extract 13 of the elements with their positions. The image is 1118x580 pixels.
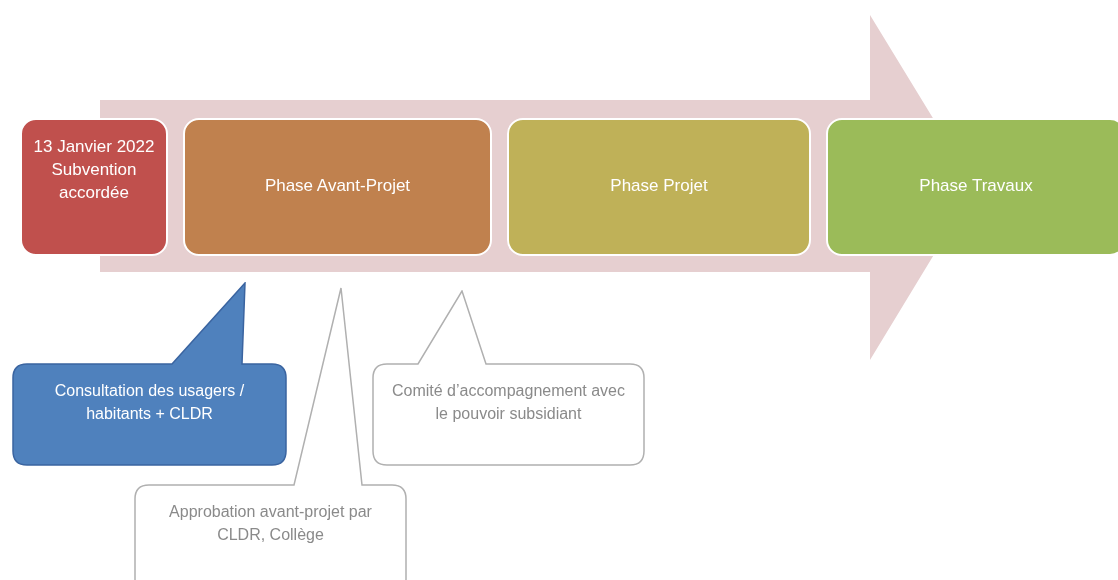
- callout-text: Approbation avant-projet par CLDR, Collège: [168, 502, 373, 546]
- callout-text: Comité d’accompagnement avec le pouvoir subsidiant: [391, 381, 626, 425]
- phase-label: Phase Projet: [610, 175, 708, 197]
- phase-box: [20, 118, 168, 256]
- speech-bubble: [372, 290, 645, 466]
- speech-bubble: [12, 282, 287, 466]
- phase-box: [507, 118, 811, 256]
- phase-label: Phase Travaux: [919, 175, 1033, 197]
- phase-label: Phase Avant-Projet: [264, 175, 411, 197]
- phase-label: 13 Janvier 2022 Subvention accordée: [32, 136, 156, 204]
- phase-box: [183, 118, 492, 256]
- phase-box: [826, 118, 1118, 256]
- callout-text: Consultation des usagers / habitants + CLDR: [53, 381, 246, 425]
